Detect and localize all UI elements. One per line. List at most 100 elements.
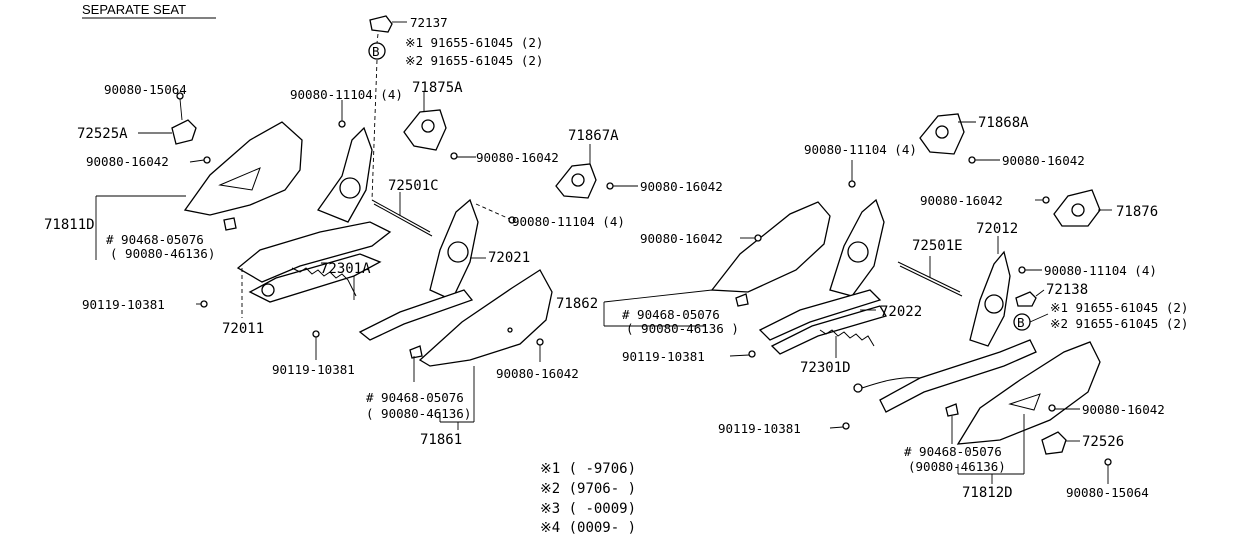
ref-note-1-right: ※1 91655-61045 (2): [1050, 300, 1188, 315]
bracket: [603, 289, 713, 303]
part-label-72525a: 72525A: [77, 126, 128, 142]
cap-72138-part: [1015, 291, 1037, 307]
part-label-90468-d: # 90468-05076: [904, 444, 1002, 459]
part-label-90119-b: 90119-10381: [272, 362, 355, 377]
screw-icon: [508, 216, 516, 224]
shield-slot: [218, 167, 261, 191]
part-label-90468-a: # 90468-05076: [106, 232, 204, 247]
dashed-guide: [371, 59, 378, 201]
screw-icon: [1048, 404, 1056, 412]
diagram-title: SEPARATE SEAT: [82, 2, 186, 17]
part-label-72011: 72011: [222, 321, 264, 337]
outer-shield-71862-part: [710, 201, 831, 293]
bracket-hole: [1071, 203, 1085, 217]
part-label-72021: 72021: [488, 250, 530, 266]
part-label-71862: 71862: [556, 296, 598, 312]
part-label-71875a: 71875A: [412, 80, 463, 96]
leader: [179, 98, 183, 121]
ref-note-1: ※1 91655-61045 (2): [405, 35, 543, 50]
clip-icon: [945, 403, 959, 417]
ref-note-2-right: ※2 91655-61045 (2): [1050, 316, 1188, 331]
screw-icon: [536, 338, 544, 346]
part-label-72501e: 72501E: [912, 238, 963, 254]
part-label-90080-46136-b: ( 90080-46136): [366, 406, 471, 421]
leader: [729, 354, 750, 357]
part-label-90080-16042-e: 90080-16042: [1002, 153, 1085, 168]
screw-icon: [203, 156, 211, 164]
screw-icon: [754, 234, 762, 242]
bracket-hole: [935, 125, 949, 139]
part-label-71812d: 71812D: [962, 485, 1013, 501]
outer-shield-71811d-part: [183, 121, 303, 216]
bolt-icon: [200, 300, 208, 308]
ref-note-2: ※2 91655-61045 (2): [405, 53, 543, 68]
part-label-90119-a: 90119-10381: [82, 297, 165, 312]
seat-track-part: [758, 289, 882, 341]
leader: [189, 159, 205, 163]
clip-icon: [735, 293, 749, 307]
leader: [1029, 313, 1049, 323]
clip-icon: [409, 345, 423, 359]
rod-72501e-part: [897, 261, 961, 293]
inner-shield-71812d-part: [956, 341, 1101, 445]
rod-72501c-part: [371, 199, 431, 233]
part-label-71867a: 71867A: [568, 128, 619, 144]
part-label-90080-46136-d: (90080-46136): [908, 459, 1006, 474]
part-label-90080-46136-a: ( 90080-46136): [110, 246, 215, 261]
part-label-90468-b: # 90468-05076: [366, 390, 464, 405]
seat-rail-part: [770, 305, 887, 355]
legend-line-1: ※1 ( -9706): [540, 461, 636, 477]
part-label-90080-11104-b: 90080-11104 (4): [512, 214, 625, 229]
bolt-icon: [312, 330, 320, 338]
leader: [1035, 289, 1045, 297]
cable-end: [261, 283, 275, 297]
part-label-90080-11104-c: 90080-11104 (4): [804, 142, 917, 157]
b-marker-label: B: [1017, 315, 1025, 330]
part-label-90080-16042-c: 90080-16042: [640, 179, 723, 194]
part-label-90080-16042-g: 90080-16042: [640, 231, 723, 246]
screw-icon: [606, 182, 614, 190]
b-marker-label: B: [372, 44, 380, 59]
lower-rail-part: [879, 339, 1037, 413]
screw-icon: [450, 152, 458, 160]
spring-72301d-part: [819, 329, 875, 347]
screw-icon: [1042, 196, 1050, 204]
part-label-72137: 72137: [410, 15, 448, 30]
seat-track-72011-part: [236, 221, 392, 283]
part-label-90080-16042-d: 90080-16042: [496, 366, 579, 381]
bolt-icon: [842, 422, 850, 430]
part-label-72301d: 72301D: [800, 360, 851, 376]
part-label-90080-16042-f: 90080-16042: [920, 193, 1003, 208]
part-label-90080-15064: 90080-15064: [104, 82, 187, 97]
part-label-90080-16042-a: 90080-16042: [86, 154, 169, 169]
screw-icon: [338, 120, 346, 128]
part-label-71861: 71861: [420, 432, 462, 448]
part-label-71876: 71876: [1116, 204, 1158, 220]
part-label-72138: 72138: [1046, 282, 1088, 298]
leader: [829, 426, 844, 429]
part-label-72022: 72022: [880, 304, 922, 320]
part-label-72301a: 72301A: [320, 261, 371, 277]
part-label-90080-11104: 90080-11104 (4): [290, 87, 403, 102]
cable: [861, 377, 921, 389]
screw-icon: [968, 156, 976, 164]
part-label-90080-16042-h: 90080-16042: [1082, 402, 1165, 417]
dashed-guide: [376, 33, 379, 44]
cap-72137-part: [369, 15, 393, 33]
part-label-90080-11104-d: 90080-11104 (4): [1044, 263, 1157, 278]
shield-slot: [1008, 393, 1041, 411]
inner-rail-part: [358, 289, 474, 341]
part-label-72501c: 72501C: [388, 178, 439, 194]
rod-72501e-part: [899, 265, 963, 297]
bracket-hole: [421, 119, 435, 133]
recliner-hub: [847, 241, 869, 263]
part-label-90119-c: 90119-10381: [622, 349, 705, 364]
part-label-71868a: 71868A: [978, 115, 1029, 131]
recliner-hub: [339, 177, 361, 199]
legend-line-2: ※2 (9706- ): [540, 481, 636, 497]
shield-hole: [507, 327, 513, 333]
screw-icon: [848, 180, 856, 188]
recliner-hub: [447, 241, 469, 263]
knob-72525a-part: [171, 119, 197, 145]
